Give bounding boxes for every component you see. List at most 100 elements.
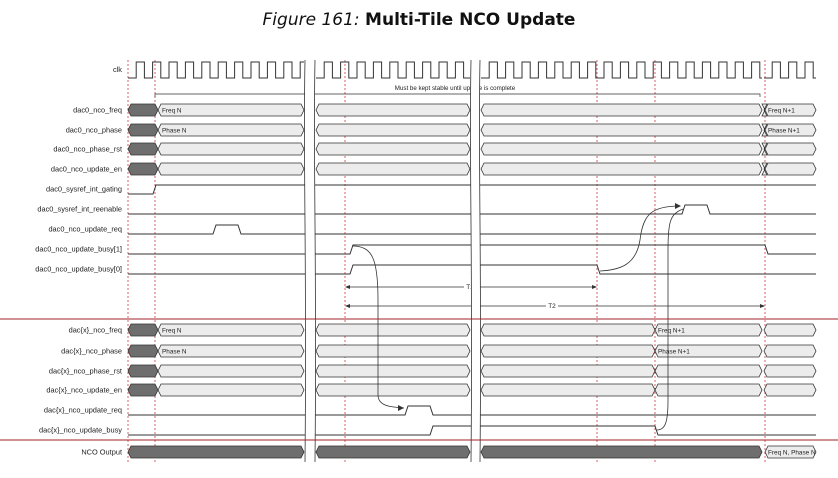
signal-label: dac0_nco_phase xyxy=(66,126,122,135)
clock-waveform xyxy=(481,61,762,79)
bus-value xyxy=(157,162,305,176)
bus-value-label: Freq N+1 xyxy=(658,327,685,334)
break-marker xyxy=(470,59,472,463)
causality-arrow xyxy=(351,245,405,409)
bus-value xyxy=(480,344,656,358)
bus-value xyxy=(315,103,471,117)
timing-label: T1 xyxy=(466,284,474,291)
bus-value-label: Phase N+1 xyxy=(768,127,800,134)
timing-label: T2 xyxy=(548,303,556,310)
bus-value xyxy=(315,123,471,137)
causality-arrow xyxy=(656,208,684,431)
bus-value xyxy=(654,383,763,397)
bus-undefined xyxy=(127,123,159,137)
arrow-head xyxy=(592,285,597,289)
signal-label: dac0_sysref_int_gating xyxy=(46,185,122,194)
signal-label: dac{x}_nco_update_en xyxy=(46,386,122,395)
waveform-update-req xyxy=(128,224,816,235)
figure-number: Figure 161: xyxy=(262,10,360,30)
arrow-head xyxy=(345,304,350,308)
signal-label: dac0_nco_freq xyxy=(73,106,122,115)
bus-value xyxy=(764,142,817,156)
bus-value xyxy=(480,142,763,156)
bus-undefined xyxy=(127,142,159,156)
bus-value xyxy=(480,364,656,378)
bus-value xyxy=(480,323,656,337)
signal-label: dac{x}_nco_freq xyxy=(69,326,122,335)
break-marker xyxy=(479,59,481,463)
nco-output-value: Freq N, Phase N xyxy=(768,449,816,456)
bus-value-label: Freq N xyxy=(162,327,182,334)
waveform-x-update-req xyxy=(128,405,816,416)
bus-undefined xyxy=(127,323,159,337)
bus-value xyxy=(157,323,305,337)
waveform-sysref-reenable xyxy=(128,204,816,215)
bus-undefined xyxy=(127,344,159,358)
bus-value xyxy=(763,383,817,397)
bus-value xyxy=(763,344,817,358)
nco-output-bus xyxy=(127,445,305,459)
bus-value xyxy=(157,383,305,397)
bus-value xyxy=(480,162,763,176)
signal-label-nco-output: NCO Output xyxy=(81,448,122,457)
label-bg xyxy=(546,302,558,309)
arrow-head xyxy=(760,304,765,308)
bus-value xyxy=(315,323,471,337)
signal-label: dac{x}_nco_phase_rst xyxy=(49,367,122,376)
signal-label: dac{x}_nco_phase xyxy=(61,347,122,356)
figure-title: Multi-Tile NCO Update xyxy=(365,10,576,30)
time-break xyxy=(305,60,315,462)
bus-value xyxy=(315,383,471,397)
bus-value xyxy=(763,323,817,337)
bus-value xyxy=(480,383,656,397)
bus-value xyxy=(764,123,817,137)
bus-value xyxy=(480,123,763,137)
bus-value xyxy=(480,103,763,117)
bus-value xyxy=(763,364,817,378)
bus-value-label: Phase N xyxy=(162,348,187,355)
bus-value xyxy=(315,142,471,156)
bus-value xyxy=(157,364,305,378)
bus-value xyxy=(764,162,817,176)
bus-value xyxy=(157,344,305,358)
bus-value xyxy=(157,103,305,117)
causality-arrow xyxy=(599,205,681,272)
signal-label: dac0_nco_update_req xyxy=(48,225,122,234)
bus-undefined xyxy=(127,364,159,378)
waveform-x-busy xyxy=(128,425,816,436)
bus-undefined xyxy=(127,162,159,176)
figure-caption: Figure 161: Multi-Tile NCO Update xyxy=(0,10,838,30)
bus-value-label: Freq N+1 xyxy=(768,107,795,114)
bus-value xyxy=(315,344,471,358)
break-marker xyxy=(314,59,316,463)
bus-value xyxy=(315,364,471,378)
bus-value xyxy=(315,162,471,176)
signal-label-clk: clk xyxy=(113,65,122,74)
bus-value-label: Freq N xyxy=(162,107,182,114)
signal-label: dac0_nco_update_busy[1] xyxy=(35,245,122,254)
bus-value xyxy=(764,103,817,117)
waveform-sysref-gating xyxy=(128,184,816,195)
clock-waveform xyxy=(128,61,304,79)
bus-value xyxy=(654,344,763,358)
signal-label: dac0_sysref_int_reenable xyxy=(37,205,122,214)
nco-output-bus xyxy=(764,445,817,459)
bus-value-label: Phase N xyxy=(162,127,187,134)
clock-waveform xyxy=(764,61,816,79)
nco-output-bus xyxy=(480,445,763,459)
bus-undefined xyxy=(127,103,159,117)
bus-value xyxy=(157,123,305,137)
bus-value xyxy=(157,142,305,156)
bus-value-label: Phase N+1 xyxy=(658,348,690,355)
signal-label: dac0_nco_update_busy[0] xyxy=(35,265,122,274)
bus-undefined xyxy=(127,383,159,397)
signal-label: dac{x}_nco_update_busy xyxy=(39,426,122,435)
arrow-head xyxy=(345,285,350,289)
signal-label: dac{x}_nco_update_req xyxy=(44,406,122,415)
signal-label: dac0_nco_phase_rst xyxy=(53,145,122,154)
label-bg xyxy=(464,283,476,290)
break-marker xyxy=(304,59,306,463)
bus-value xyxy=(654,364,763,378)
nco-output-bus xyxy=(315,445,471,459)
